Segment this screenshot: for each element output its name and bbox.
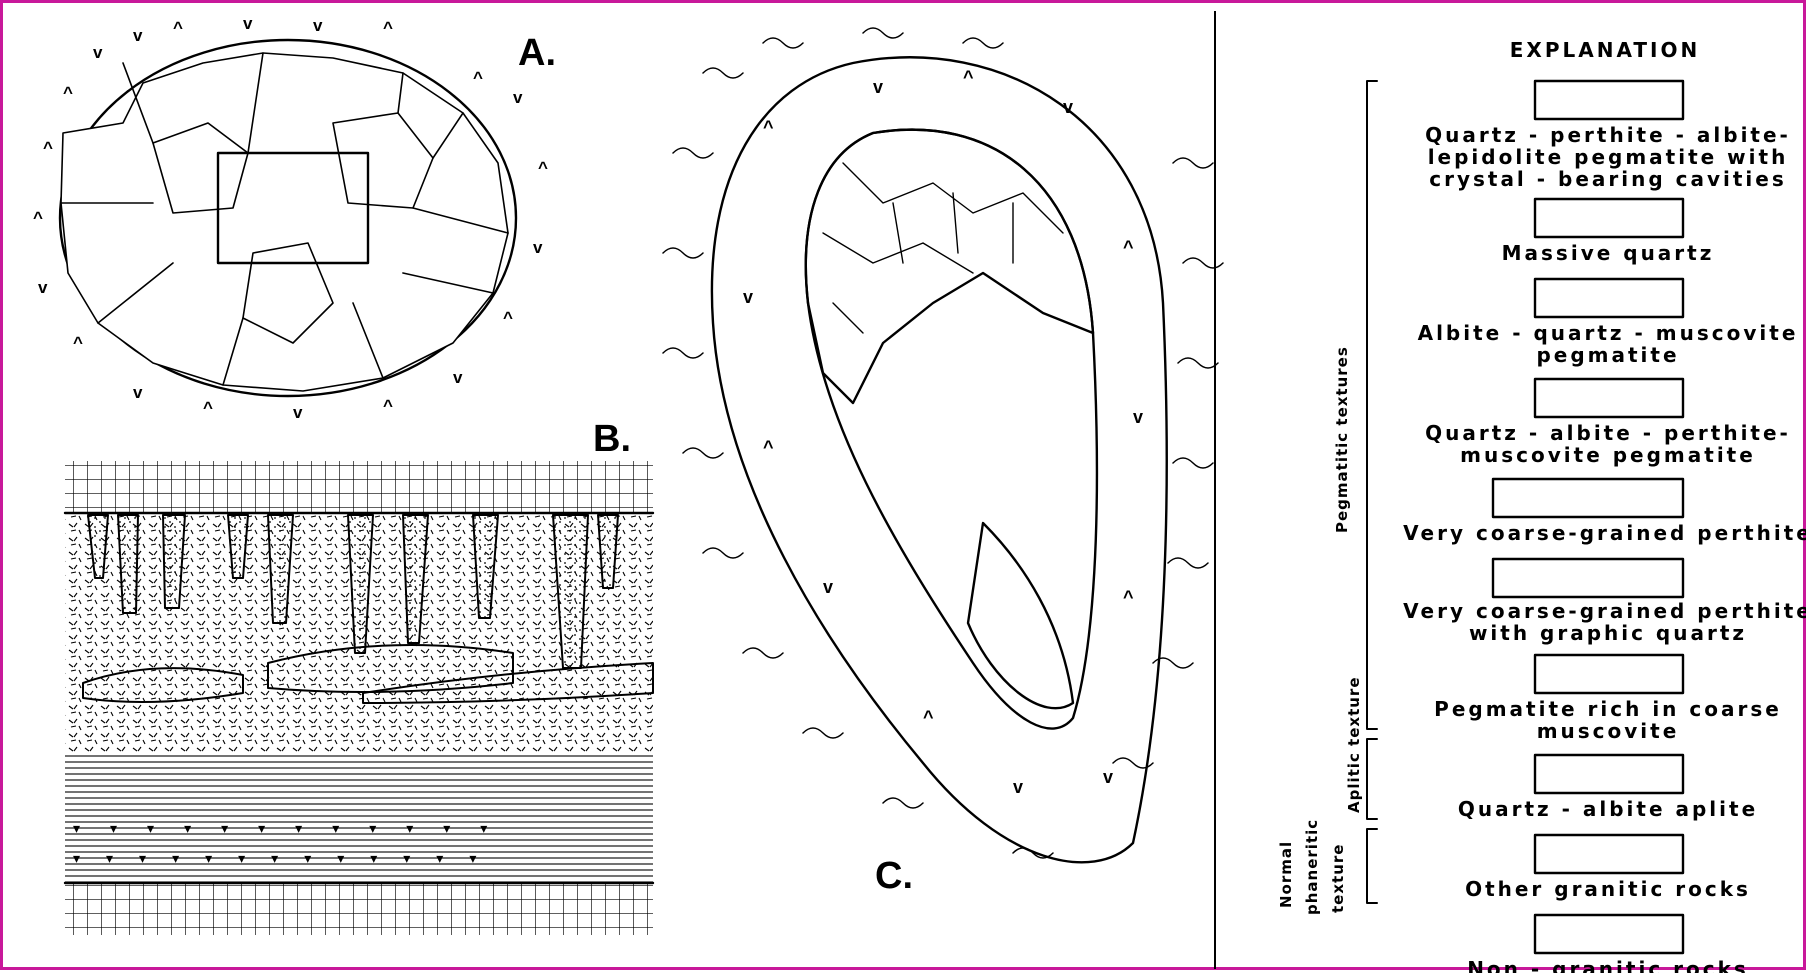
figure-b-lower-wall [65,883,653,935]
legend-item-9-line-1: Other granitic rocks [1465,877,1751,901]
group-normal-2: phaneritic [1303,819,1321,915]
svg-text:v: v [873,77,883,97]
svg-text:v: v [243,14,253,33]
svg-text:▾▾▾▾▾▾▾▾▾▾▾▾▾: ▾▾▾▾▾▾▾▾▾▾▾▾▾ [73,850,502,866]
legend-item-4-line-2: muscovite pegmatite [1460,443,1756,467]
legend-item-3-line-2: pegmatite [1536,343,1679,367]
legend-swatch-x-marks [1535,199,1683,237]
svg-text:v: v [38,278,48,297]
legend-item-7-line-1: Pegmatite rich in coarse [1434,697,1782,721]
legend-swatch-dashes [1535,379,1683,417]
figure-canvas: x x v v ^ v v ^ [3,3,1806,973]
legend-item-8-line-1: Quartz - albite aplite [1458,797,1758,821]
svg-text:v: v [133,383,143,402]
svg-text:^: ^ [33,208,43,227]
legend-swatch-mica [1535,655,1683,693]
svg-text:v: v [533,238,543,257]
svg-text:v: v [513,88,523,107]
legend-swatch-crosshatch [1535,81,1683,119]
svg-text:^: ^ [203,398,213,417]
legend-item-10-line-1: Non - granitic rocks [1467,957,1749,973]
legend-swatch-v-marks [1535,835,1683,873]
svg-text:v: v [1063,97,1073,117]
svg-text:^: ^ [383,18,393,37]
legend-item-5-line-1: Very coarse-grained perthite [1403,521,1806,545]
figure-c-wall-v-marks: ^ v ^ v ^ v ^ v v ^ v ^ v [743,67,1143,797]
svg-text:v: v [313,16,323,35]
svg-text:^: ^ [383,396,393,415]
legend-item-4-line-1: Quartz - albite - perthite- [1425,421,1791,445]
svg-text:^: ^ [473,68,483,87]
svg-text:^: ^ [73,333,83,352]
figure-a-label: A. [518,32,556,74]
figure-b: ▾▾▾▾▾▾▾▾▾▾▾▾ ▾▾▾▾▾▾▾▾▾▾▾▾▾ [65,461,653,935]
svg-text:^: ^ [963,67,974,87]
svg-text:v: v [823,577,833,597]
svg-text:^: ^ [538,158,548,177]
svg-text:v: v [293,403,303,422]
figure-b-upper-wall [65,461,653,513]
svg-text:v: v [453,368,463,387]
figure-a: v v ^ v v ^ ^ ^ ^ v ^ v ^ v ^ v ^ v ^ v … [33,14,548,422]
svg-text:v: v [1013,777,1023,797]
legend-item-1-line-1: Quartz - perthite - albite- [1425,123,1791,147]
legend-swatch-lines [1535,755,1683,793]
explanation-legend: EXPLANATION Pegmatitic textures Aplitic … [1277,38,1806,973]
figure-c-schist-foliation [663,28,1223,858]
group-normal-3: texture [1329,844,1347,913]
legend-item-1-line-2: lepidolite pegmatite with [1428,145,1789,169]
svg-text:^: ^ [763,117,774,137]
legend-item-6-line-1: Very coarse-grained perthite [1403,599,1806,623]
group-normal-1: Normal [1277,841,1295,908]
legend-swatch-grid-schist [1535,915,1683,953]
legend-item-6-line-2: with graphic quartz [1469,621,1747,645]
svg-text:^: ^ [173,18,183,37]
svg-text:^: ^ [1123,237,1134,257]
figure-c-perthite-zone [806,130,1093,403]
legend-swatch-graphic [1493,559,1683,597]
legend-swatch-circles [1535,279,1683,317]
legend-labels: Quartz - perthite - albite- lepidolite p… [1403,123,1806,973]
figure-c-wall-zone [712,57,1167,862]
legend-item-7-line-2: muscovite [1537,719,1680,743]
legend-item-1-line-3: crystal - bearing cavities [1429,167,1787,191]
svg-text:^: ^ [923,707,934,727]
figure-c-albite-zone [968,523,1073,708]
svg-text:v: v [1133,407,1143,427]
legend-swatch-blocks [1493,479,1683,517]
figure-b-label: B. [593,418,631,460]
svg-text:v: v [133,26,143,45]
svg-text:v: v [743,287,753,307]
svg-text:^: ^ [1123,587,1134,607]
explanation-title: EXPLANATION [1510,38,1700,62]
svg-text:▾▾▾▾▾▾▾▾▾▾▾▾: ▾▾▾▾▾▾▾▾▾▾▾▾ [73,820,517,836]
figure-a-zone-cells [61,53,508,391]
svg-text:^: ^ [63,83,73,102]
svg-text:^: ^ [43,138,53,157]
figure-c-quartz-core [806,130,1097,729]
svg-text:^: ^ [503,308,513,327]
group-pegmatitic: Pegmatitic textures [1333,346,1351,533]
svg-text:v: v [93,43,103,62]
svg-text:^: ^ [763,437,774,457]
group-aplitic: Aplitic texture [1345,677,1363,814]
legend-item-2-line-1: Massive quartz [1502,241,1715,265]
figure-c: ^ v ^ v ^ v ^ v v ^ v ^ v [663,28,1223,862]
figure-c-label: C. [875,855,913,897]
legend-item-3-line-1: Albite - quartz - muscovite [1418,321,1799,345]
svg-text:v: v [1103,767,1113,787]
legend-swatches [1493,81,1683,953]
